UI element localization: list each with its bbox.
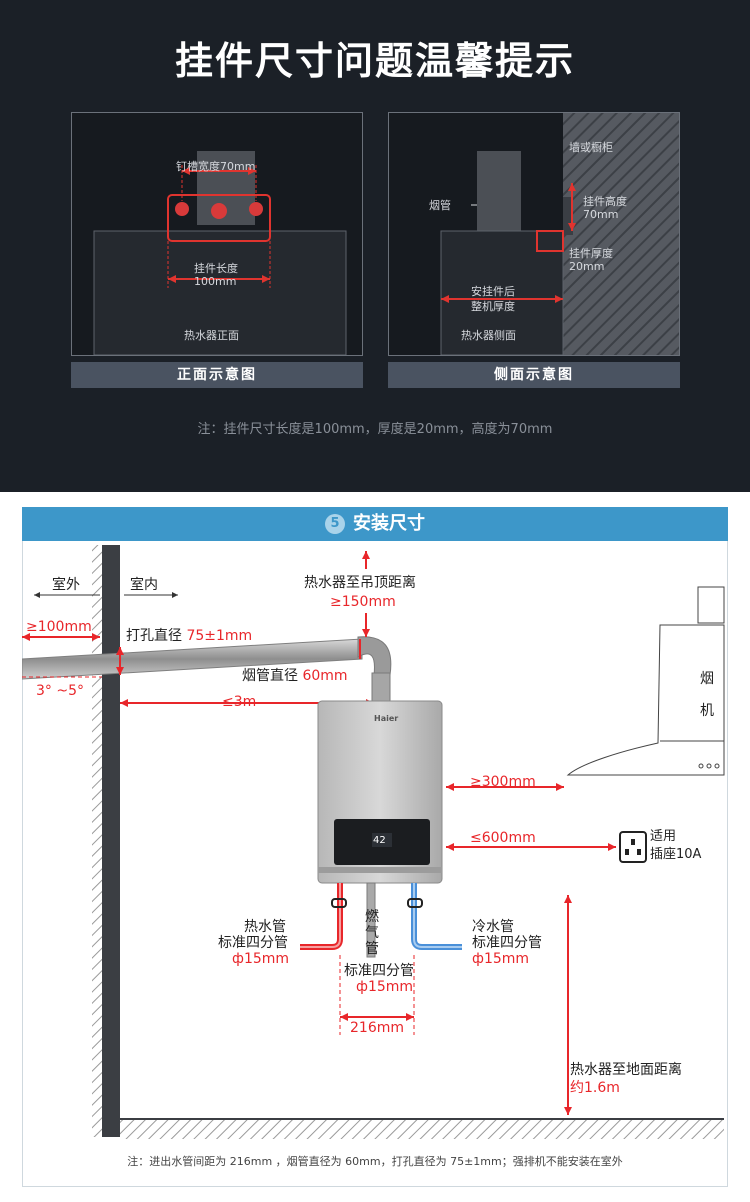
cold-pipe-label: 冷水管 bbox=[472, 919, 514, 935]
hot-pipe-std: 标准四分管 bbox=[218, 935, 288, 951]
socket-icon bbox=[619, 831, 647, 863]
flue-value: 60mm bbox=[302, 668, 348, 684]
hanger-hole-center bbox=[211, 203, 227, 219]
hot-pipe-dia: ф15mm bbox=[232, 951, 290, 967]
hanger-hole-right bbox=[249, 202, 263, 216]
hanger-outline bbox=[167, 194, 271, 242]
ceiling-value: ≥150mm bbox=[330, 594, 396, 610]
flue-label: 烟管 bbox=[429, 199, 451, 212]
wall-hatch bbox=[563, 113, 679, 355]
side-caption: 热水器侧面 bbox=[461, 329, 516, 342]
ceiling-label: 热水器至吊顶距离 bbox=[304, 575, 416, 591]
hanger-hole-left bbox=[175, 202, 189, 216]
hole-label: 打孔直径 75±1mm bbox=[126, 628, 252, 644]
side-view-panel: 墙或橱柜 烟管 挂件高度 70mm 挂件厚度 20mm 安挂件后 整机厚度 热水… bbox=[388, 112, 680, 356]
indoor-label: 室内 bbox=[130, 577, 158, 593]
hot-water-pipe bbox=[300, 883, 343, 950]
install-header: 5 安装尺寸 bbox=[22, 507, 728, 541]
hanger-title: 挂件尺寸问题温馨提示 bbox=[174, 39, 575, 83]
gas-pipe-dia: ф15mm bbox=[356, 979, 414, 995]
hood-label-1: 烟 bbox=[700, 671, 714, 687]
hanger-length-value: 100mm bbox=[194, 275, 237, 288]
side-hanger bbox=[563, 197, 573, 235]
install-note: 注：进出水管间距为 216mm ，烟管直径为 60mm，打孔直径为 75±1mm… bbox=[127, 1155, 623, 1168]
thickness-label: 挂件厚度 bbox=[569, 247, 613, 260]
slot-width-label: 钉槽宽度70mm bbox=[176, 160, 256, 173]
hanger-size-section: 挂件尺寸问题温馨提示 钉槽宽度70mm 挂件长度 100mm 热水器正面 正面示… bbox=[0, 0, 750, 492]
range-hood bbox=[566, 624, 725, 776]
outside-length: ≥100mm bbox=[26, 619, 92, 635]
hanger-note: 注：挂件尺寸长度是100mm，厚度是20mm，高度为70mm bbox=[197, 422, 553, 437]
install-title: 安装尺寸 bbox=[353, 513, 425, 534]
wall bbox=[102, 545, 120, 1137]
socket-distance: ≤600mm bbox=[470, 830, 536, 846]
floor-hatch bbox=[120, 1119, 724, 1139]
outdoor-label: 室外 bbox=[52, 577, 80, 593]
gas-pipe-std: 标准四分管 bbox=[344, 963, 414, 979]
side-view-drawing bbox=[440, 113, 679, 355]
flue-label-text: 烟管直径 bbox=[242, 668, 298, 684]
gas-pipe-label: 燃气管 bbox=[365, 909, 379, 957]
front-caption: 热水器正面 bbox=[184, 329, 239, 342]
hole-value: 75±1mm bbox=[186, 628, 253, 644]
after-hanger-label: 安挂件后 bbox=[471, 285, 515, 298]
height-value: 70mm bbox=[583, 208, 619, 221]
cold-water-pipe bbox=[411, 883, 462, 950]
thickness-box bbox=[536, 230, 564, 252]
flue-diameter-label: 烟管直径 60mm bbox=[242, 668, 348, 684]
heater-front-outline bbox=[93, 230, 347, 355]
side-view-bar: 侧面示意图 bbox=[388, 362, 680, 388]
hot-pipe-label: 热水管 bbox=[244, 919, 286, 935]
overall-thickness-label: 整机厚度 bbox=[471, 300, 515, 313]
thickness-value: 20mm bbox=[569, 260, 605, 273]
gas-pipe-stub bbox=[366, 882, 376, 958]
flue-pipe bbox=[22, 638, 363, 680]
floor-value: 约1.6m bbox=[570, 1080, 620, 1096]
wall-label: 墙或橱柜 bbox=[569, 141, 613, 154]
flue-elbow bbox=[357, 636, 392, 676]
brand-logo: Haier bbox=[374, 714, 399, 723]
angle-label: 3° ~5° bbox=[36, 683, 84, 699]
wall-hatch-left bbox=[92, 545, 102, 1137]
front-view-bar: 正面示意图 bbox=[71, 362, 363, 388]
floor-label: 热水器至地面距离 bbox=[570, 1062, 682, 1078]
hole-label-text: 打孔直径 bbox=[126, 628, 182, 644]
hood-label-2: 机 bbox=[700, 703, 714, 719]
cold-pipe-std: 标准四分管 bbox=[472, 935, 542, 951]
socket-label-1: 适用 bbox=[650, 829, 677, 844]
display-readout: 42 bbox=[373, 835, 386, 846]
front-view-drawing bbox=[93, 151, 347, 355]
socket-label-2: 插座10A bbox=[650, 847, 702, 862]
heater-side-outline bbox=[440, 230, 564, 355]
pipe-length: ≤3m bbox=[222, 694, 257, 710]
cold-pipe-dia: ф15mm bbox=[472, 951, 530, 967]
side-flue-shape bbox=[477, 151, 521, 235]
step-badge: 5 bbox=[325, 514, 345, 534]
installation-drawing bbox=[22, 507, 728, 1187]
range-hood-top bbox=[697, 586, 725, 624]
pipe-spacing: 216mm bbox=[350, 1020, 404, 1036]
hanger-length-label: 挂件长度 bbox=[194, 262, 238, 275]
installation-diagram: 5 安装尺寸 室外 室内 ≥100mm 打孔直径 75±1mm 3° ~5° 烟管… bbox=[22, 507, 728, 1187]
height-label: 挂件高度 bbox=[583, 195, 627, 208]
flue-vertical bbox=[371, 672, 391, 702]
front-view-panel: 钉槽宽度70mm 挂件长度 100mm 热水器正面 bbox=[71, 112, 363, 356]
hood-distance: ≥300mm bbox=[470, 774, 536, 790]
